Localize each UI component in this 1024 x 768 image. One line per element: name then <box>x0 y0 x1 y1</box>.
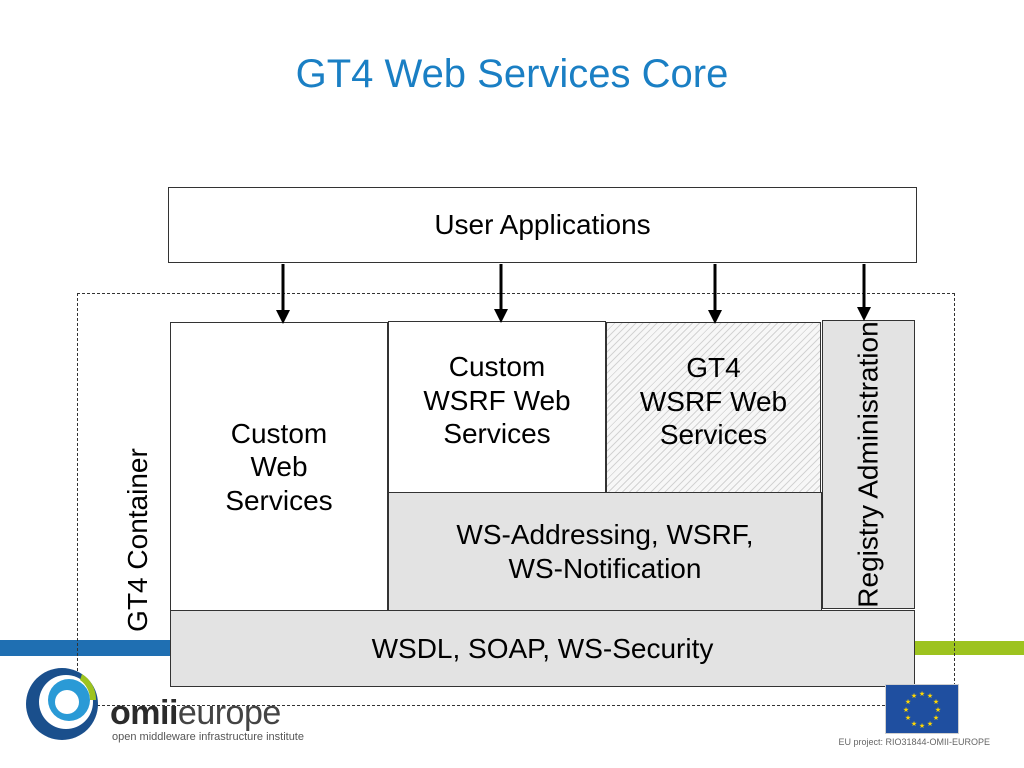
page-title: GT4 Web Services Core <box>295 52 729 96</box>
arrow-to-custom-wsrf <box>494 264 508 323</box>
eu-flag-icon: ★ ★ ★ ★ ★ ★ ★ ★ ★ ★ ★ ★ <box>885 684 959 734</box>
registry-administration-box: Registry Administration <box>822 320 915 609</box>
ws-addressing-label: WS-Addressing, WSRF, WS-Notification <box>456 519 754 584</box>
svg-text:★: ★ <box>905 698 911 706</box>
svg-text:★: ★ <box>927 720 933 728</box>
footer-band-blue <box>0 640 180 656</box>
ws-addressing-box: WS-Addressing, WSRF, WS-Notification <box>388 492 822 612</box>
eu-project-label: EU project: RIO31844-OMII-EUROPE <box>838 737 990 747</box>
user-applications-box: User Applications <box>168 187 917 263</box>
omii-logo-icon <box>26 668 98 740</box>
omii-tagline: open middleware infrastructure institute <box>112 731 304 743</box>
omii-wordmark-bold: omii <box>110 694 178 732</box>
gt4-wsrf-web-services-box: GT4 WSRF Web Services <box>606 322 821 493</box>
gt4-wsrf-web-services-label: GT4 WSRF Web Services <box>639 352 788 451</box>
arrow-to-gt4-wsrf <box>708 264 722 324</box>
gt4-container-frame <box>77 293 955 706</box>
omii-wordmark-light: europe <box>177 694 281 732</box>
svg-text:★: ★ <box>905 714 911 722</box>
svg-text:★: ★ <box>919 690 925 698</box>
custom-web-services-box: Custom Web Services <box>170 322 388 612</box>
user-applications-label: User Applications <box>434 209 651 241</box>
svg-text:★: ★ <box>919 722 925 730</box>
wsdl-soap-security-box: WSDL, SOAP, WS-Security <box>170 610 915 687</box>
omii-wordmark: omiieurope <box>110 694 281 733</box>
svg-text:★: ★ <box>935 706 941 714</box>
svg-text:★: ★ <box>903 706 909 714</box>
arrow-to-custom-web-services <box>276 264 290 324</box>
svg-text:★: ★ <box>911 720 917 728</box>
custom-wsrf-web-services-label: Custom WSRF Web Services <box>423 351 571 450</box>
svg-text:★: ★ <box>911 692 917 700</box>
custom-wsrf-web-services-box: Custom WSRF Web Services <box>388 321 606 493</box>
custom-web-services-label: Custom Web Services <box>225 417 333 516</box>
svg-text:★: ★ <box>927 692 933 700</box>
wsdl-soap-security-label: WSDL, SOAP, WS-Security <box>371 632 714 664</box>
svg-text:★: ★ <box>933 698 939 706</box>
footer-band-green <box>912 641 1024 655</box>
svg-text:★: ★ <box>933 714 939 722</box>
arrow-to-registry <box>857 264 871 321</box>
